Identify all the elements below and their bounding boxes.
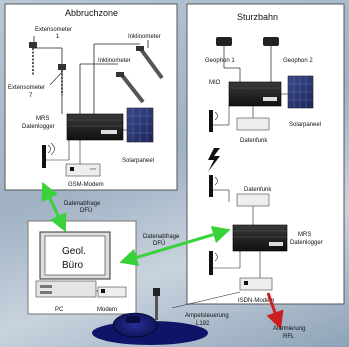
office-modem-label: Modem bbox=[97, 307, 117, 313]
alarm-arrow bbox=[266, 292, 284, 330]
datenfunk1-label: Datenfunk bbox=[240, 138, 268, 144]
alarm-label2: RFL bbox=[283, 334, 295, 340]
dfu-left-label1: Datenabfrage bbox=[64, 201, 101, 207]
ampel-label2: L192 bbox=[196, 321, 210, 327]
inklinometer2-icon bbox=[119, 72, 145, 104]
mio-device bbox=[228, 81, 282, 107]
dfu-mid-label2: DFÜ bbox=[153, 240, 165, 247]
abbruchzone-panel bbox=[4, 3, 178, 191]
datenlogger-left-label: MRS bbox=[36, 116, 49, 122]
inklinometer2-head bbox=[116, 72, 124, 77]
isdn-modem-label: ISDN-Modem bbox=[238, 298, 274, 304]
extensometer7-number: 7 bbox=[29, 93, 33, 99]
office-screen-text1: Geol. bbox=[62, 246, 86, 257]
abbruchzone-title: Abbruchzone bbox=[65, 8, 118, 18]
datenfunk1-icon bbox=[236, 117, 270, 131]
antenna-right-3-icon bbox=[209, 251, 213, 275]
solar-right-label: Solarpaneel bbox=[289, 122, 321, 128]
dfu-mid-label1: Datenabfrage bbox=[143, 234, 180, 240]
mio-label: MIO bbox=[209, 80, 221, 86]
extensometer7-cable bbox=[49, 71, 63, 86]
extensometer7-label: Extensometer bbox=[8, 85, 45, 91]
datenlogger-left bbox=[66, 113, 124, 141]
extensometer1-label: Extensometer bbox=[35, 27, 72, 33]
inklinometer2-label: Inklinometer bbox=[98, 58, 131, 64]
extensometer1-number: 1 bbox=[56, 34, 60, 40]
antenna-left-icon bbox=[42, 145, 46, 168]
antenna-right-1-icon bbox=[209, 110, 213, 132]
alarm-label1: Alarmierung bbox=[273, 326, 305, 332]
geophon1-icon bbox=[216, 37, 232, 46]
isdn-dfu-arrow bbox=[119, 225, 231, 267]
datenlogger-right bbox=[232, 224, 288, 252]
datenlogger-left-display bbox=[101, 130, 117, 134]
traffic-light-icon bbox=[153, 288, 160, 296]
extensometer7-icon bbox=[58, 64, 66, 70]
traffic-light-pole bbox=[155, 290, 158, 320]
car-icon bbox=[112, 312, 158, 338]
dfu-left-label2: DFÜ bbox=[80, 207, 92, 214]
sturzbahn-title: Sturzbahn bbox=[237, 12, 278, 22]
antenna-right-2-icon bbox=[209, 175, 213, 197]
gsm-modem-icon bbox=[65, 163, 101, 177]
extensometer1-top-icon bbox=[29, 42, 37, 48]
datenfunk2-icon bbox=[236, 193, 270, 207]
gsm-modem-label: GSM-Modem bbox=[68, 182, 104, 188]
office-screen-text2: Büro bbox=[62, 260, 84, 271]
ampel-cable bbox=[171, 291, 241, 309]
datenfunk2-label: Datenfunk bbox=[244, 187, 272, 193]
geophon2-icon bbox=[263, 37, 279, 46]
ampel-label1: Ampelsteuerung bbox=[185, 313, 229, 319]
inklinometer1-head bbox=[136, 46, 144, 51]
pc-screen bbox=[44, 235, 106, 276]
datenlogger-left-label2: Datenlogger bbox=[22, 124, 55, 130]
gsm-dfu-arrow bbox=[41, 181, 67, 233]
geophon2-label: Geophon 2 bbox=[283, 58, 313, 64]
office-modem-icon bbox=[97, 286, 127, 298]
datenlogger-right-label: MRS bbox=[298, 232, 311, 238]
pc-label: PC bbox=[55, 307, 64, 313]
inklinometer1-icon bbox=[138, 46, 164, 80]
pc-case bbox=[35, 280, 97, 298]
inklinometer1-label: Inklinometer bbox=[128, 34, 161, 40]
radio-link-icon bbox=[208, 148, 220, 172]
solar-left-label: Solarpaneel bbox=[122, 158, 154, 164]
datenlogger-right-label2: Datenlogger bbox=[290, 240, 323, 246]
geophon1-label: Geophon 1 bbox=[205, 58, 235, 64]
